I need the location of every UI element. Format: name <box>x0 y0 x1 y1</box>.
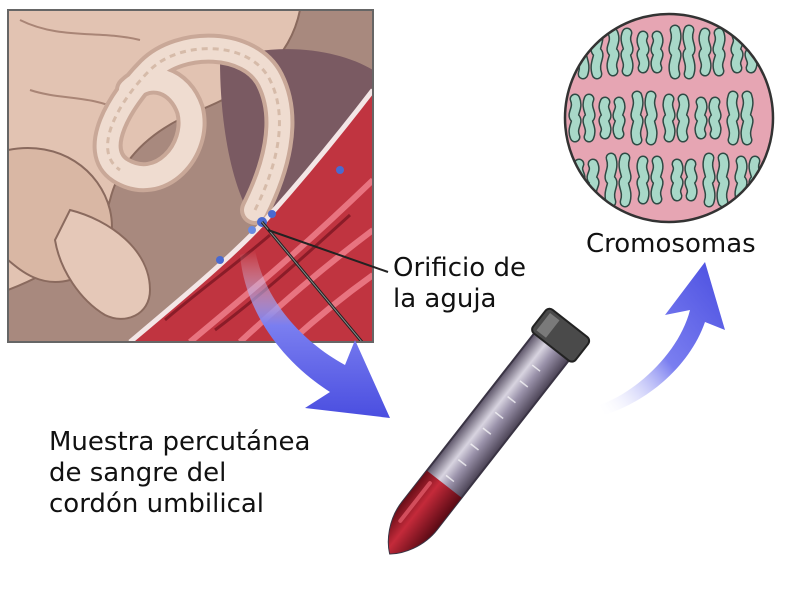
sample-label-line-1: Muestra percutánea <box>49 427 310 458</box>
chromosomes-label: Cromosomas <box>586 229 756 260</box>
anatomy-inset <box>8 10 373 342</box>
arrow-to-chromosomes <box>600 262 725 415</box>
needle-hole-label: Orificio de la aguja <box>393 253 526 315</box>
needle-hole-label-line-2: la aguja <box>393 284 526 315</box>
chromosomes-circle <box>565 14 773 222</box>
sample-label: Muestra percutánea de sangre del cordón … <box>49 427 310 520</box>
sample-label-line-2: de sangre del <box>49 458 310 489</box>
needle-hole-label-line-1: Orificio de <box>393 253 526 284</box>
chromosomes-label-text: Cromosomas <box>586 229 756 260</box>
blood-sample-tube <box>369 307 591 570</box>
sample-label-line-3: cordón umbilical <box>49 489 310 520</box>
